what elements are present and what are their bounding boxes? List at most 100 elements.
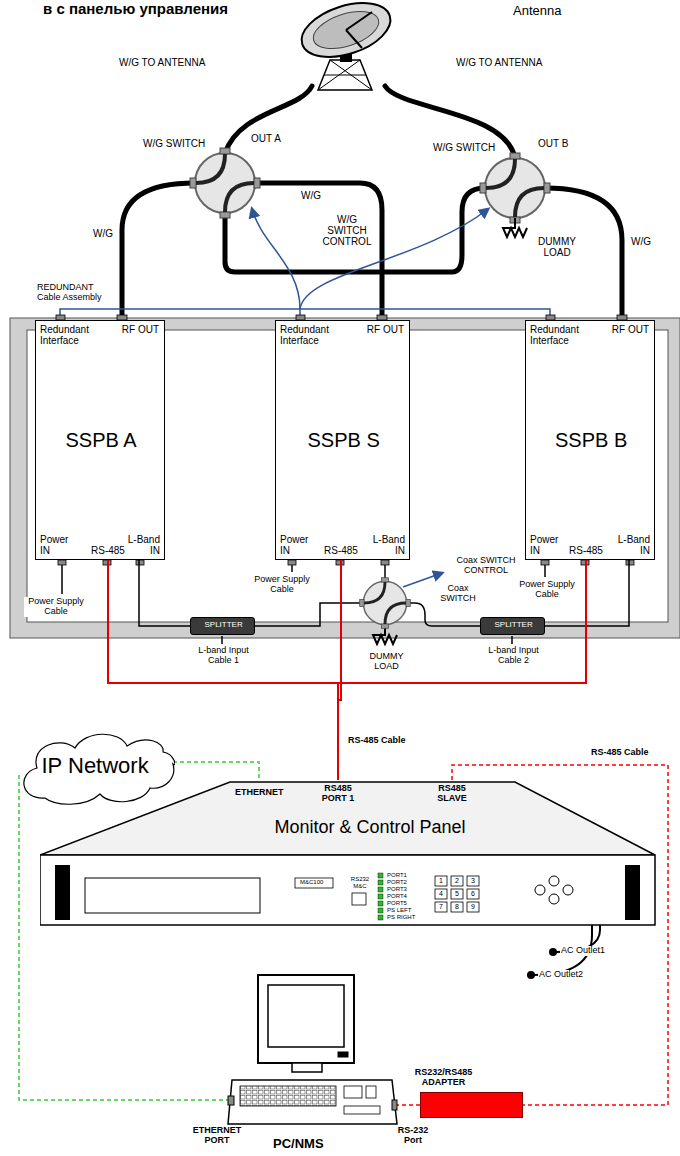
control-panel bbox=[378, 908, 383, 913]
cable bbox=[511, 636, 513, 644]
cable-connector bbox=[173, 762, 259, 780]
pc-computer bbox=[268, 985, 344, 1047]
diagram-label: 7 bbox=[438, 903, 444, 911]
cable bbox=[291, 565, 293, 572]
cable bbox=[544, 565, 546, 577]
antenna-dish bbox=[309, 4, 384, 55]
waveguide-switch bbox=[190, 148, 550, 223]
control-panel bbox=[378, 880, 383, 885]
node-text: Power IN bbox=[40, 534, 76, 556]
diagram-label: L-band Input Cable 2 bbox=[475, 646, 552, 666]
control-panel bbox=[378, 894, 383, 899]
switch-control-line bbox=[60, 309, 550, 320]
node-text: RF OUT bbox=[122, 324, 159, 335]
diagram-label: RS-232 Port bbox=[388, 1126, 438, 1146]
diagram-label: 8 bbox=[454, 903, 460, 911]
node-text: Monitor & Control Panel bbox=[275, 818, 466, 838]
node-text: Redundant Interface bbox=[280, 324, 338, 346]
diagram-label: OUT A bbox=[250, 133, 282, 144]
diagram-label: 2 bbox=[454, 877, 460, 885]
coax-switch bbox=[360, 578, 411, 629]
node-text: SSPB B bbox=[555, 429, 627, 451]
control-panel bbox=[85, 878, 260, 913]
coax-switch bbox=[360, 578, 411, 629]
dummy-load bbox=[503, 218, 527, 237]
diagram-label: PC/NMS bbox=[272, 1137, 325, 1151]
control-panel bbox=[40, 855, 655, 925]
node-text: RS485 SLAVE bbox=[428, 784, 476, 804]
network-line bbox=[395, 1104, 420, 1106]
control-panel bbox=[435, 876, 447, 886]
pc-computer bbox=[392, 1100, 397, 1110]
diagram-label: Antenna bbox=[512, 4, 562, 18]
waveguide-switch bbox=[190, 148, 260, 218]
diagram-label: PORT3 bbox=[386, 886, 408, 893]
diagram-label: PS LEFT bbox=[386, 907, 412, 914]
network-cloud: IP Network bbox=[15, 728, 175, 808]
node-text: IP Network bbox=[42, 754, 149, 778]
control-panel: Monitor & Control Panel ETHERNET RS485 POR… bbox=[40, 780, 665, 930]
diagram-label: Power Supply Cable bbox=[250, 575, 314, 595]
port-connector bbox=[581, 560, 589, 565]
node-text: RS485 PORT 1 bbox=[312, 784, 364, 804]
pc-computer bbox=[344, 1106, 380, 1114]
control-panel bbox=[535, 885, 545, 895]
diagram-label: M&C100 bbox=[299, 879, 324, 886]
pc-computer bbox=[228, 975, 397, 1124]
waveguide-switch bbox=[480, 153, 550, 223]
control-panel bbox=[549, 876, 559, 886]
diagram-label: PORT1 bbox=[386, 872, 408, 879]
cable bbox=[61, 565, 63, 594]
waveguide bbox=[385, 86, 515, 158]
diagram-label: W/G SWITCH bbox=[432, 142, 496, 153]
edge-label: RS-485 Cable bbox=[347, 736, 407, 746]
node-text: RS-485 bbox=[324, 545, 358, 556]
waveguide bbox=[225, 86, 312, 153]
pc-computer bbox=[228, 1096, 234, 1105]
node-text: L-Band IN bbox=[363, 534, 405, 556]
diagram-label: REDUNDANT Cable Assembly bbox=[36, 283, 116, 303]
switch-control-line bbox=[300, 209, 488, 309]
diagram-label: Coax SWITCH CONTROL bbox=[452, 556, 520, 576]
edge-label: RS-485 Cable bbox=[590, 748, 650, 758]
splitter-box: SPLITTER bbox=[480, 617, 545, 635]
control-panel bbox=[435, 902, 447, 912]
pc-computer bbox=[366, 1086, 376, 1098]
cable bbox=[407, 603, 480, 626]
ac-plug bbox=[549, 948, 557, 956]
antenna-dish bbox=[318, 60, 372, 90]
antenna-dish bbox=[295, 0, 397, 67]
diagram-label: L-band Input Cable 1 bbox=[185, 646, 262, 666]
node-text: RF OUT bbox=[612, 324, 649, 335]
port-connector bbox=[336, 560, 344, 565]
switch-control-line bbox=[252, 209, 300, 309]
adapter-box: RS232/RS485 ADAPTER bbox=[420, 1092, 523, 1118]
pc-computer bbox=[240, 1086, 336, 1106]
diagram-label: PORT2 bbox=[386, 879, 408, 886]
waveguide bbox=[122, 183, 195, 318]
diagram-label: W/G TO ANTENNA bbox=[455, 57, 543, 68]
pc-computer bbox=[258, 975, 354, 1063]
diagram-label: W/G TO ANTENNA bbox=[118, 57, 206, 68]
node-text: Power IN bbox=[530, 534, 566, 556]
antenna-dish bbox=[340, 44, 352, 62]
node-text: ETHERNET bbox=[235, 788, 284, 798]
pc-computer bbox=[228, 1080, 397, 1124]
control-panel bbox=[352, 893, 366, 905]
waveguide bbox=[122, 86, 622, 318]
diagram-label: 4 bbox=[438, 890, 444, 898]
control-panel bbox=[563, 885, 573, 895]
rack-frame bbox=[10, 318, 680, 638]
diagram-label: Coax SWITCH bbox=[432, 584, 484, 604]
control-panel bbox=[378, 887, 383, 892]
port-connector bbox=[288, 560, 296, 565]
control-panel bbox=[467, 902, 479, 912]
diagram-label: W/G bbox=[300, 190, 322, 201]
diagram-label: PORT5 bbox=[386, 900, 408, 907]
pc-computer bbox=[344, 1086, 362, 1098]
pc-computer bbox=[292, 1063, 322, 1072]
diagram-label: RS232 M&C bbox=[346, 876, 374, 889]
antenna-dish bbox=[318, 60, 372, 90]
port-connector bbox=[381, 560, 389, 565]
